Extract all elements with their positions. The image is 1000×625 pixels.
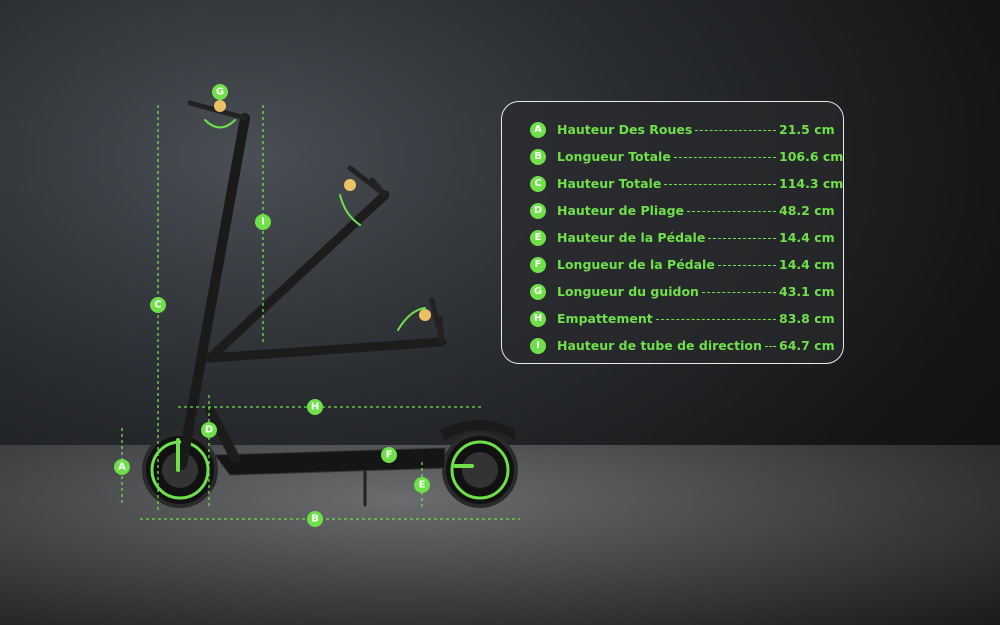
spec-value: 114.3 cm [779, 176, 844, 191]
spec-value: 14.4 cm [779, 257, 835, 272]
spec-row: B Longueur Totale 106.6 cm [502, 143, 843, 170]
spec-row: G Longueur du guidon 43.1 cm [502, 278, 843, 305]
dash-leader [655, 319, 776, 320]
label-g: G [212, 84, 228, 100]
spec-value: 106.6 cm [779, 149, 844, 164]
spec-name: Hauteur de tube de direction [557, 338, 762, 353]
label-e: E [414, 477, 430, 493]
spec-value: 14.4 cm [779, 230, 835, 245]
spec-row: F Longueur de la Pédale 14.4 cm [502, 251, 843, 278]
spec-panel: A Hauteur Des Roues 21.5 cm B Longueur Tota… [501, 101, 844, 364]
label-h: H [307, 399, 323, 415]
letter-badge: C [530, 175, 546, 192]
letter-badge: I [530, 337, 546, 354]
folded-stem-mid [205, 190, 390, 363]
spec-name: Longueur de la Pédale [557, 257, 715, 272]
dash-leader [695, 130, 776, 131]
spec-value: 43.1 cm [779, 284, 835, 299]
label-a: A [114, 459, 130, 475]
spec-name: Hauteur de la Pédale [557, 230, 706, 245]
dash-leader [701, 292, 776, 293]
spec-name: Hauteur Des Roues [557, 122, 693, 137]
dash-leader [673, 157, 776, 158]
spec-name: Longueur Totale [557, 149, 671, 164]
dash-leader [708, 238, 776, 239]
spec-value: 21.5 cm [779, 122, 835, 137]
dash-leader [664, 184, 776, 185]
spec-value: 83.8 cm [779, 311, 835, 326]
letter-badge: F [530, 256, 546, 273]
dash-leader [717, 265, 776, 266]
svg-text:F: F [386, 450, 393, 461]
svg-text:C: C [154, 300, 161, 311]
label-f: F [381, 447, 397, 463]
letter-badge: E [530, 229, 546, 246]
svg-text:A: A [118, 462, 126, 473]
scooter [142, 100, 518, 508]
letter-badge: D [530, 202, 546, 219]
label-b: B [307, 511, 323, 527]
dimension-labels: A B C D E F G H I [114, 84, 430, 527]
spec-row: I Hauteur de tube de direction 64.7 cm [502, 332, 843, 359]
letter-badge: A [530, 121, 546, 138]
svg-text:I: I [261, 217, 265, 228]
spec-name: Hauteur de Pliage [557, 203, 685, 218]
svg-text:B: B [311, 514, 319, 525]
spec-name: Hauteur Totale [557, 176, 662, 191]
svg-text:H: H [311, 402, 319, 413]
spec-row: D Hauteur de Pliage 48.2 cm [502, 197, 843, 224]
spec-row: C Hauteur Totale 114.3 cm [502, 170, 843, 197]
letter-badge: B [530, 148, 546, 165]
deck [214, 447, 446, 476]
letter-badge: G [530, 283, 546, 300]
label-d: D [201, 422, 217, 438]
spec-value: 48.2 cm [779, 203, 835, 218]
spec-row: A Hauteur Des Roues 21.5 cm [502, 116, 843, 143]
spec-name: Longueur du guidon [557, 284, 699, 299]
spec-value: 64.7 cm [779, 338, 835, 353]
spec-name: Empattement [557, 311, 653, 326]
spec-row: E Hauteur de la Pédale 14.4 cm [502, 224, 843, 251]
svg-text:D: D [205, 425, 213, 436]
svg-text:G: G [216, 87, 224, 98]
rear-fender [440, 420, 515, 440]
label-i: I [255, 214, 271, 230]
spec-row: H Empattement 83.8 cm [502, 305, 843, 332]
folded-stem-low [205, 337, 447, 363]
svg-text:E: E [419, 480, 426, 491]
dash-leader [687, 211, 776, 212]
letter-badge: H [530, 310, 546, 327]
dash-leader [764, 346, 776, 347]
label-c: C [150, 297, 166, 313]
